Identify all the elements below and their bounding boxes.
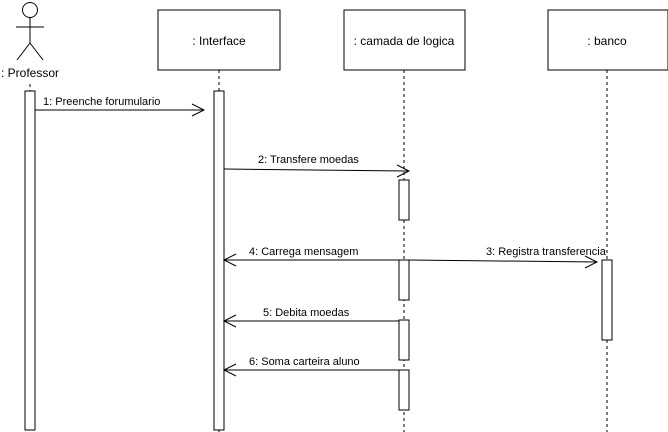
message-arrow-3	[408, 259, 598, 263]
actor-professor	[16, 2, 44, 61]
participant-box-interface	[157, 9, 281, 71]
actor-head	[22, 2, 38, 18]
arrowhead-2	[396, 164, 411, 178]
message-label-4: 4: Carrega mensagem	[249, 246, 358, 258]
message-label-5: 5: Debita moedas	[263, 307, 350, 319]
arrowhead-6	[222, 363, 237, 377]
message-label-6: 6: Soma carteira aluno	[249, 356, 360, 368]
activation-logica-4	[398, 369, 410, 411]
activation-interface	[213, 90, 225, 431]
arrowhead-3	[584, 255, 599, 269]
participant-label-interface: : Interface	[192, 34, 246, 48]
message-label-1: 1: Preenche forumulario	[43, 96, 160, 108]
actor-left-leg	[16, 42, 31, 61]
participant-label-banco: : banco	[587, 34, 627, 48]
activation-professor	[24, 90, 36, 431]
arrowhead-4	[222, 253, 237, 267]
participant-box-logica	[343, 9, 466, 71]
message-arrow-2	[223, 168, 410, 172]
participant-label-logica: : camada de logica	[354, 34, 455, 48]
activation-banco	[601, 259, 613, 341]
activation-logica-3	[398, 319, 410, 361]
activation-logica-1	[398, 179, 410, 221]
arrowhead-1	[191, 103, 206, 117]
participant-label-professor: : Professor	[1, 66, 59, 80]
activation-logica-2	[398, 259, 410, 301]
message-label-2: 2: Transfere moedas	[258, 154, 359, 166]
arrowhead-5	[222, 314, 237, 328]
actor-right-leg	[29, 42, 44, 61]
participant-box-banco	[547, 9, 668, 71]
message-label-3: 3: Registra transferencia	[486, 246, 607, 258]
